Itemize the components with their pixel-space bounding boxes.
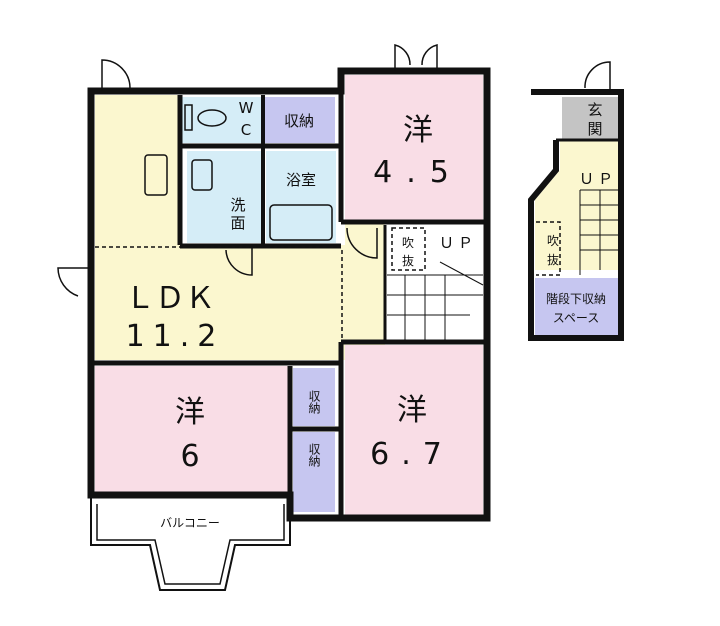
bathroom-label: 浴室 [286, 171, 316, 189]
room-fills [95, 75, 618, 515]
storage-mid-area [293, 368, 335, 426]
void-main-1: 吹 [402, 236, 414, 250]
wc-label-c: C [241, 121, 251, 139]
under-stair-storage-1: 階段下収納 [546, 291, 606, 306]
wc-label-w: W [239, 99, 254, 117]
western-a-label: 洋 [403, 113, 433, 148]
ldk-label: ＬＤＫ [125, 281, 215, 316]
western-b-label: 洋 [175, 395, 205, 430]
storage-top-label: 収納 [284, 112, 314, 130]
up-main-label: ＵＰ [439, 234, 477, 252]
washroom-label-1: 洗 [230, 196, 245, 214]
bathroom-area [266, 151, 336, 243]
under-stair-storage-area [535, 278, 618, 335]
washroom-area [187, 151, 262, 243]
western-c-label: 洋 [397, 393, 427, 428]
ldk-size: 11.2 [126, 319, 225, 354]
entrance-label-2: 関 [587, 120, 602, 138]
western-b-size: 6 [180, 439, 199, 474]
entrance-label-1: 玄 [587, 101, 602, 119]
washroom-label-2: 面 [230, 214, 245, 232]
void-main-2: 抜 [402, 254, 414, 268]
balcony-label: バルコニー [160, 516, 220, 530]
walls [57, 44, 624, 591]
storage-low-area [293, 432, 335, 512]
western-c-area [345, 345, 483, 515]
wc-area [182, 97, 262, 143]
western-a-area [345, 75, 483, 220]
annex-void-2: 抜 [547, 253, 559, 267]
annex-up-label: ＵＰ [579, 170, 617, 188]
storage-low-label: 収納 [307, 443, 321, 467]
storage-top-area [265, 97, 335, 143]
western-a-size: 4.5 [373, 155, 463, 190]
western-c-size: 6.7 [370, 437, 454, 472]
room-labels: 洋 4.5 ＬＤＫ 11.2 洋 6 洋 6.7 W C 収納 洗 面 浴室 収… [125, 99, 617, 530]
storage-mid-label: 収納 [307, 390, 321, 414]
annex-void-1: 吹 [547, 234, 559, 248]
entrance-area [562, 97, 618, 140]
under-stair-storage-2: スペース [553, 311, 600, 325]
western-b-area [95, 366, 290, 492]
